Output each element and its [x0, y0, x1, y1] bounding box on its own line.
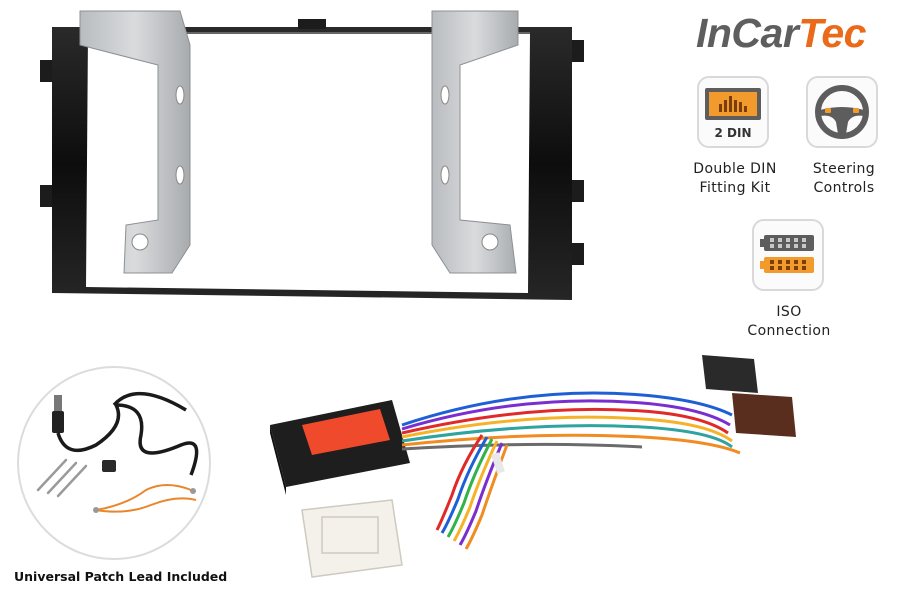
iso-label-line1: ISO	[776, 304, 802, 320]
steering-label-line1: Steering	[812, 161, 876, 177]
steering-label-line2: Controls	[813, 180, 875, 196]
double-din-tile: 2 DIN	[697, 76, 769, 148]
steering-label: Steering Controls	[794, 160, 894, 198]
iso-label-line2: Connection	[747, 323, 831, 339]
steering-wheel-icon	[815, 85, 869, 139]
brand-logo-part1: InCar	[696, 10, 799, 56]
patch-lead-caption: Universal Patch Lead Included	[14, 569, 228, 584]
iso-tile	[752, 219, 824, 291]
fascia-panel-image	[40, 10, 584, 300]
patch-lead-image	[17, 366, 211, 560]
iso-connector-icon	[760, 235, 814, 273]
brand-logo: InCarTec	[696, 10, 866, 57]
double-din-label: Double DIN Fitting Kit	[683, 160, 787, 198]
brand-logo-part2: Tec	[798, 10, 866, 56]
interface-harness-image	[270, 355, 796, 578]
double-din-label-line1: Double DIN	[693, 161, 777, 177]
steering-tile	[806, 76, 878, 148]
double-din-radio-icon	[705, 88, 761, 120]
double-din-badge: 2 DIN	[714, 126, 752, 140]
double-din-label-line2: Fitting Kit	[699, 180, 771, 196]
iso-label: ISO Connection	[730, 303, 848, 341]
